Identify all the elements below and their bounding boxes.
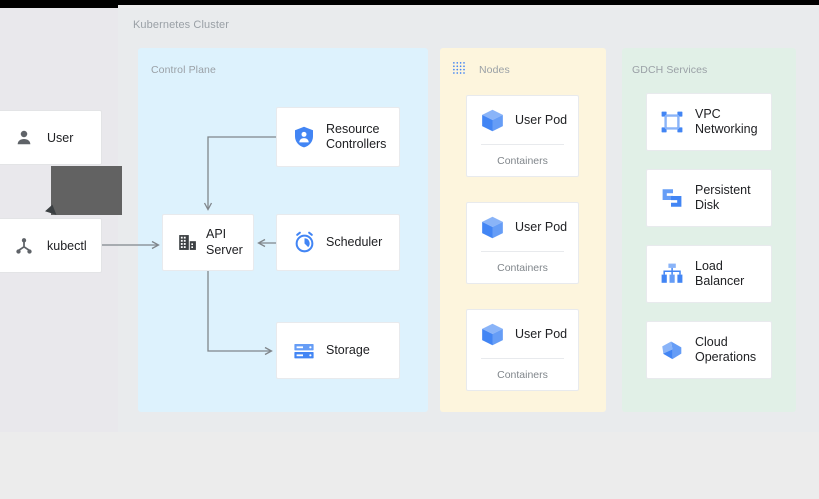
pod-containers-label: Containers [497, 154, 548, 167]
node-scheduler[interactable]: Scheduler [276, 214, 400, 271]
kubectl-node-icon [11, 236, 37, 256]
cube-icon [479, 107, 506, 134]
cluster-title: Kubernetes Cluster [133, 19, 229, 31]
cube-icon [479, 321, 506, 348]
node-storage-label: Storage [326, 342, 370, 357]
cube-icon [479, 214, 506, 241]
node-resource-controllers[interactable]: Resource Controllers [276, 107, 400, 167]
pod-divider [481, 358, 564, 359]
node-scheduler-label: Scheduler [326, 234, 383, 249]
pod-card[interactable]: User Pod Containers [466, 202, 579, 284]
pod-card[interactable]: User Pod Containers [466, 95, 579, 177]
service-persistent-disk-label: Persistent Disk [695, 182, 751, 212]
overlay-panel [51, 166, 122, 215]
service-load-balancer-label: Load Balancer [695, 258, 745, 288]
service-cloud-operations[interactable]: Cloud Operations [646, 321, 772, 379]
service-load-balancer[interactable]: Load Balancer [646, 245, 772, 303]
pod-name: User Pod [515, 220, 568, 234]
service-cloud-operations-label: Cloud Operations [695, 334, 757, 364]
api-server-building-icon [175, 232, 199, 253]
pod-header: User Pod [467, 96, 578, 144]
load-balancer-icon [659, 262, 685, 286]
pod-header: User Pod [467, 310, 578, 358]
persistent-disk-icon [659, 186, 685, 210]
pod-containers-label: Containers [497, 368, 548, 381]
actor-user-label: User [47, 130, 74, 145]
node-api-server-label: API Server [206, 227, 243, 257]
dotted-grid-icon [453, 62, 465, 74]
gdch-services-title: GDCH Services [632, 64, 708, 76]
top-black-bar-left [0, 0, 118, 8]
control-plane-title: Control Plane [151, 64, 216, 76]
service-vpc-networking[interactable]: VPC Networking [646, 93, 772, 151]
storage-server-icon [291, 339, 317, 363]
node-storage[interactable]: Storage [276, 322, 400, 379]
shield-user-icon [291, 125, 317, 149]
actor-user[interactable]: User [0, 110, 102, 165]
pod-name: User Pod [515, 113, 568, 127]
mouse-cursor-icon [45, 204, 57, 215]
pod-card[interactable]: User Pod Containers [466, 309, 579, 391]
cloud-operations-icon [659, 337, 685, 363]
node-api-server[interactable]: API Server [162, 214, 254, 271]
person-icon [11, 128, 37, 148]
alarm-clock-icon [291, 231, 317, 254]
vpc-network-icon [659, 110, 685, 134]
service-vpc-networking-label: VPC Networking [695, 106, 758, 136]
actor-kubectl-label: kubectl [47, 238, 87, 253]
bottom-background [0, 432, 819, 499]
pod-containers-label: Containers [497, 261, 548, 274]
top-black-bar [0, 0, 819, 5]
service-persistent-disk[interactable]: Persistent Disk [646, 169, 772, 227]
pod-name: User Pod [515, 327, 568, 341]
pod-divider [481, 251, 564, 252]
pod-header: User Pod [467, 203, 578, 251]
node-resource-controllers-label: Resource Controllers [326, 121, 387, 151]
pod-divider [481, 144, 564, 145]
nodes-title: Nodes [479, 64, 510, 76]
actor-kubectl[interactable]: kubectl [0, 218, 102, 273]
